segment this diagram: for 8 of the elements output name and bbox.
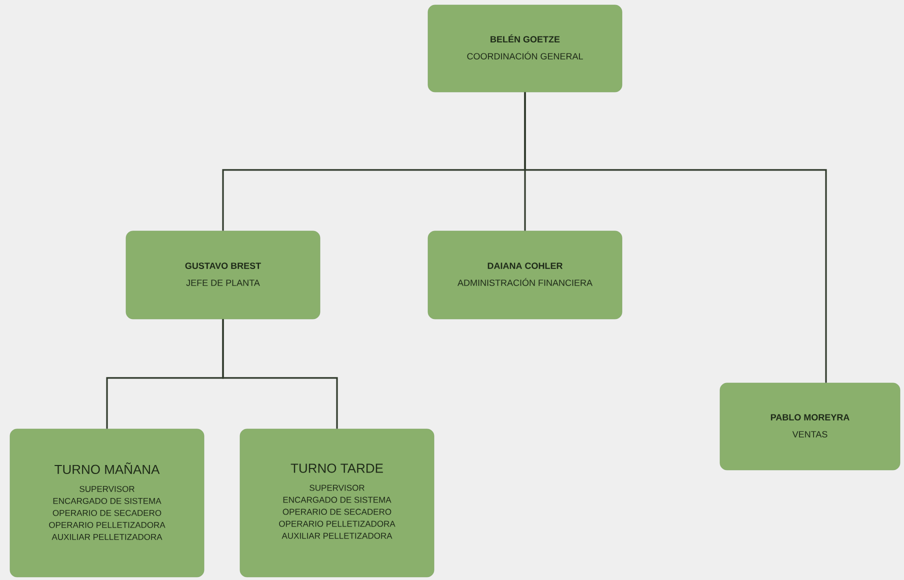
- org-box: PABLO MOREYRA VENTAS: [720, 382, 900, 470]
- org-box: TURNO MAÑANA SUPERVISOR ENCARGADO DE SISTEMA OPERARIO DE SECADERO OPERARIO PELLETIZADORA AUXILIAR PELLETIZADORA: [10, 428, 204, 578]
- org-box: TURNO TARDE SUPERVISOR ENCARGADO DE SISTEMA OPERARIO DE SECADERO OPERARIO PELLETIZADORA AUXILIAR PELLETIZADORA: [240, 428, 434, 578]
- org-box: DAIANA COHLER ADMINISTRACIÓN FINANCIERA: [428, 230, 622, 320]
- org-box: GUSTAVO BREST JEFE DE PLANTA: [126, 230, 320, 320]
- connector-line: [222, 319, 338, 429]
- org-box: BELÉN GOETZE COORDINACIÓN GENERAL: [428, 4, 622, 92]
- connector-line: [524, 92, 827, 383]
